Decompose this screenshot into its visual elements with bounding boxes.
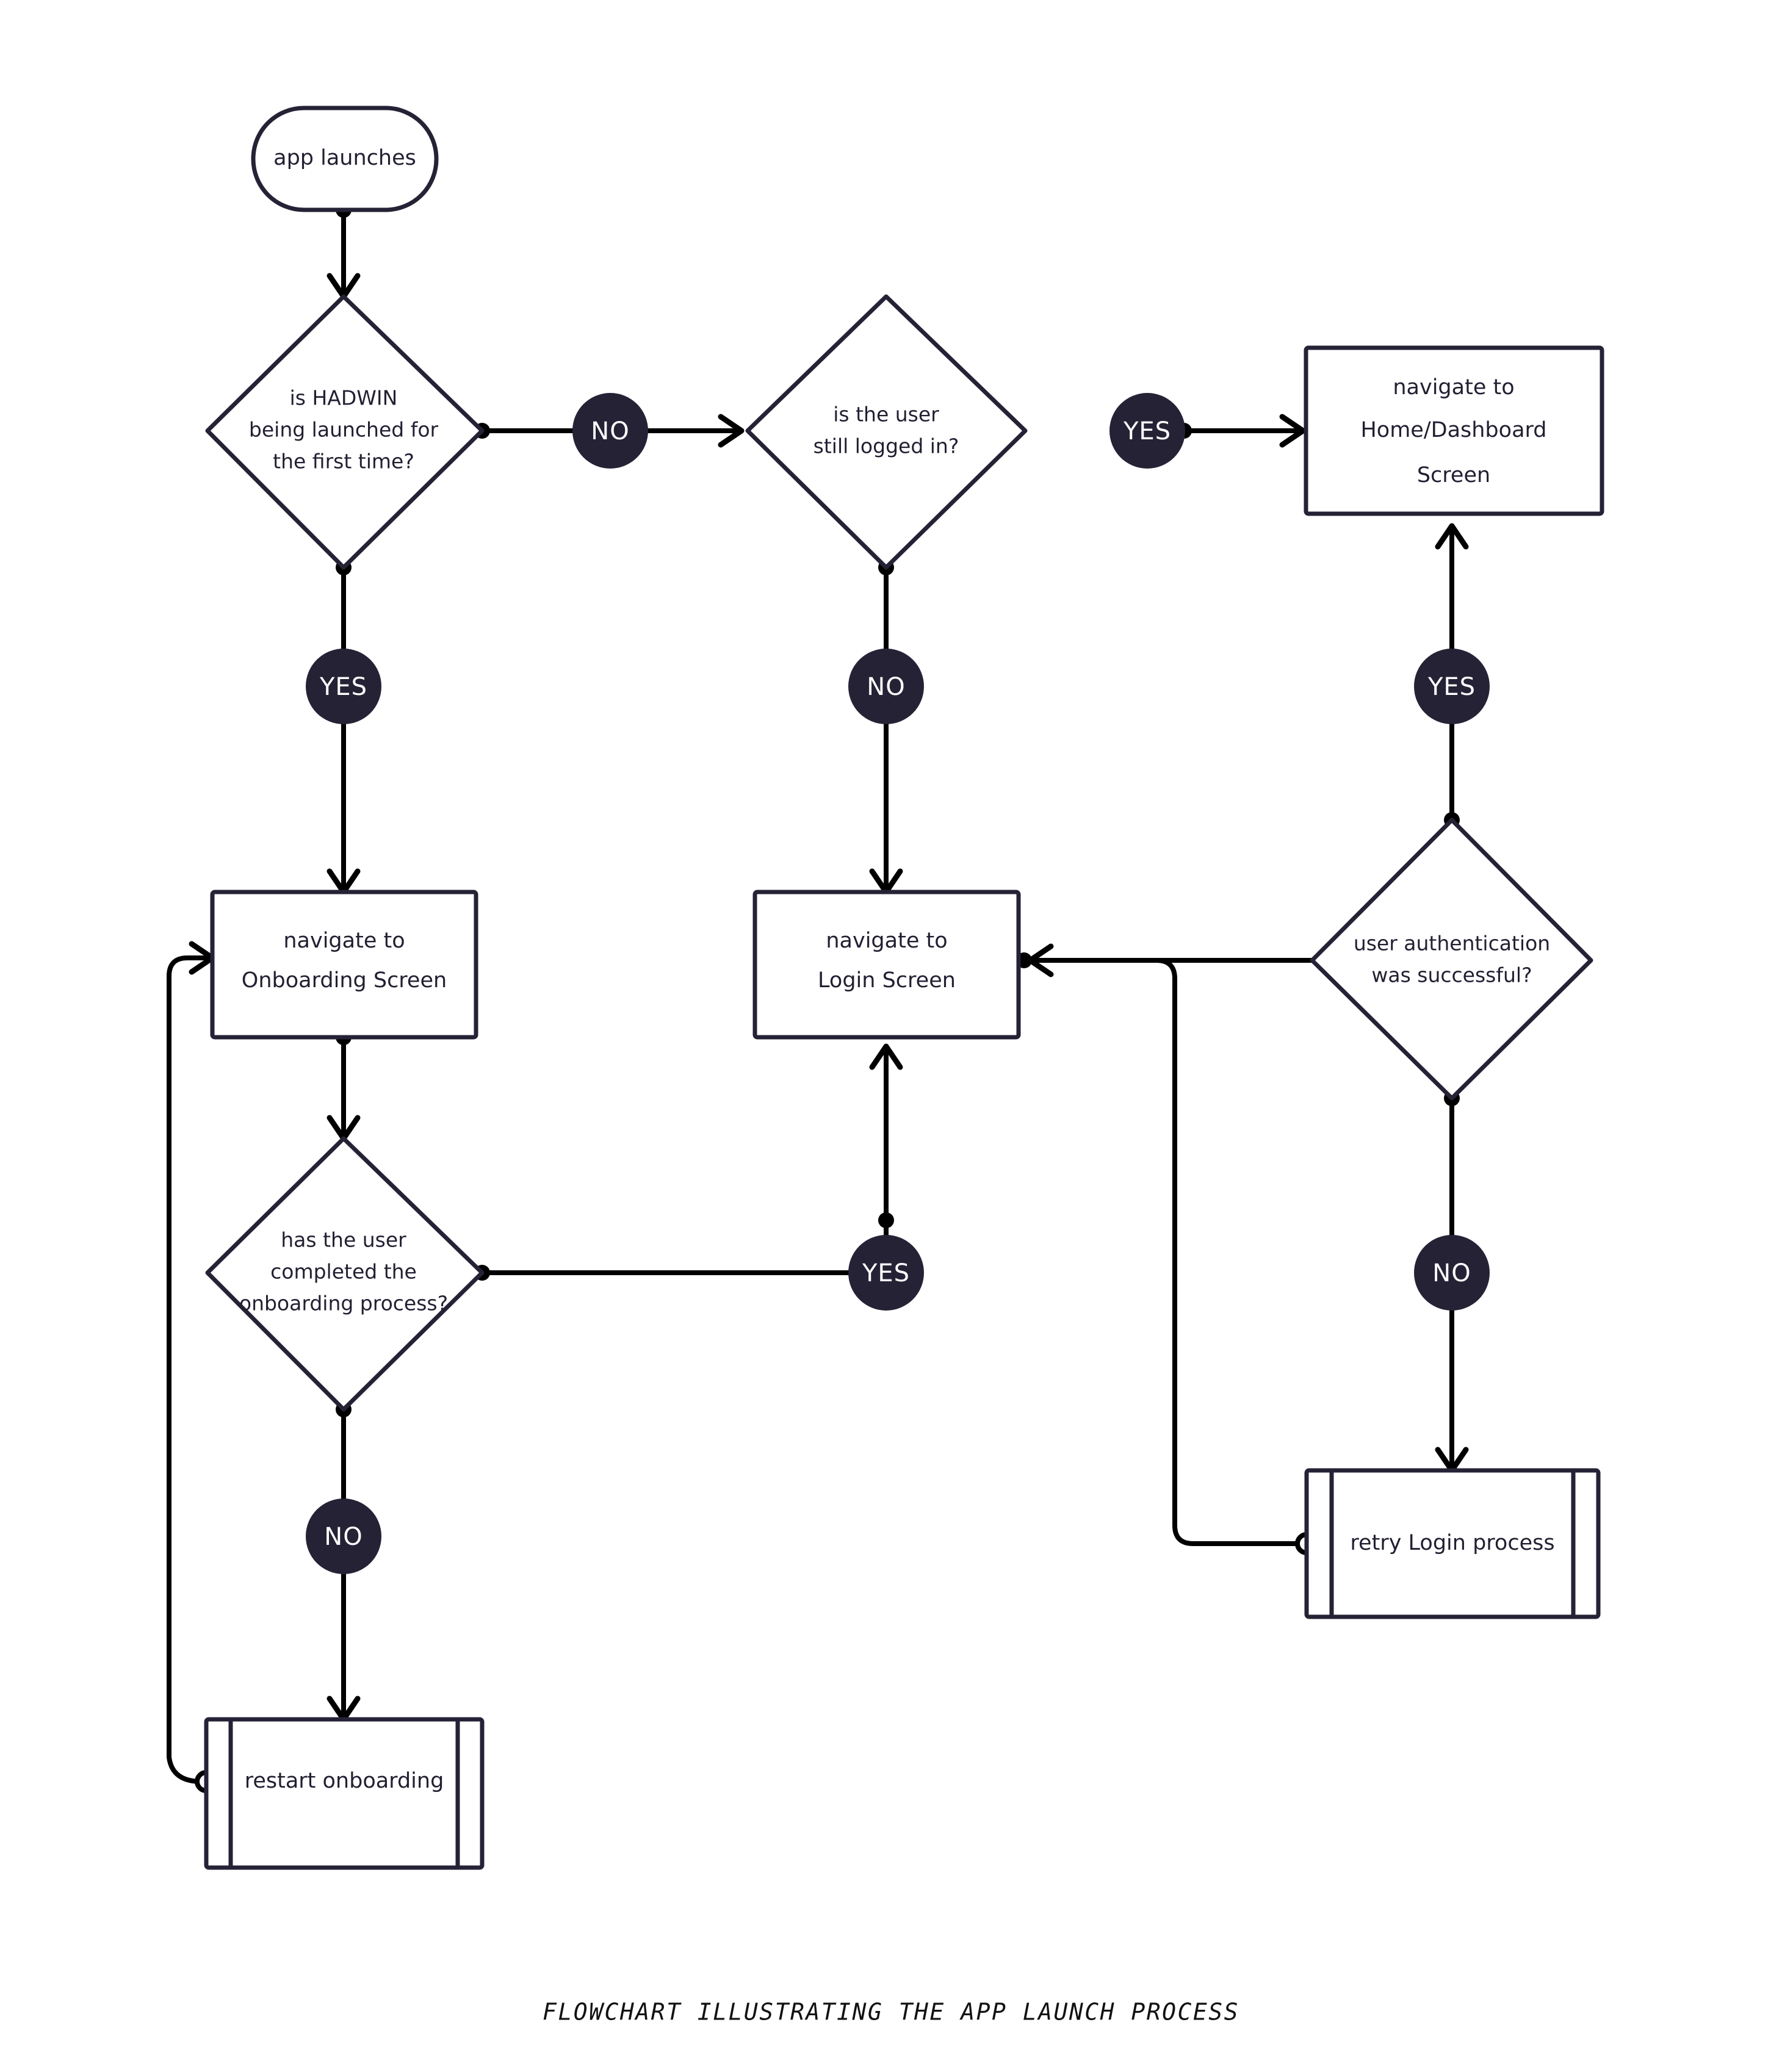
edge-label-yes-onboarding-complete[interactable]: YES xyxy=(848,1235,924,1311)
edge-start-to-first-launch xyxy=(326,202,361,300)
node-retry-login-line-0: retry Login process xyxy=(1350,1531,1554,1555)
edge-label-no-first-launch[interactable]: NO xyxy=(572,393,648,469)
edge-label-no-onboarding-complete-text: NO xyxy=(324,1523,363,1551)
node-start[interactable]: app launches xyxy=(251,106,439,212)
edge-onboarding-complete-to-login-screen xyxy=(474,1043,903,1281)
node-retry-login[interactable]: retry Login process xyxy=(1304,1468,1601,1619)
node-login-screen-line-1: Login Screen xyxy=(818,968,956,993)
node-auth-success[interactable]: user authentication was successful? xyxy=(1310,818,1593,1101)
node-auth-success-line-1: was successful? xyxy=(1371,963,1532,987)
node-onboarding-complete-line-2: onboarding process? xyxy=(239,1292,448,1315)
restart-onboarding-shape xyxy=(204,1717,485,1870)
edge-label-yes-first-launch-text: YES xyxy=(319,673,367,701)
node-onboarding-screen-line-1: Onboarding Screen xyxy=(242,968,447,993)
node-first-launch-line-2: the first time? xyxy=(273,450,414,473)
node-onboarding-complete-line-1: completed the xyxy=(270,1260,417,1284)
onboarding-complete-shape xyxy=(205,1136,485,1412)
node-still-logged-in-line-1: still logged in? xyxy=(813,434,959,458)
node-first-launch[interactable]: is HADWIN being launched for the first t… xyxy=(205,294,485,570)
still-logged-in-shape xyxy=(745,294,1028,570)
node-first-launch-line-1: being launched for xyxy=(249,418,439,442)
edge-label-yes-onboarding-complete-text: YES xyxy=(862,1259,910,1287)
edge-restart-onboarding-to-onboarding-screen xyxy=(167,941,218,1793)
node-still-logged-in[interactable]: is the user still logged in? xyxy=(745,294,1028,570)
edge-label-no-still-logged-in[interactable]: NO xyxy=(848,649,924,724)
edge-label-yes-still-logged-in-text: YES xyxy=(1123,417,1171,445)
node-restart-onboarding[interactable]: restart onboarding xyxy=(204,1717,485,1870)
edge-label-no-auth-success-text: NO xyxy=(1432,1259,1471,1287)
edge-onboarding-screen-to-onboarding-complete xyxy=(326,1029,361,1142)
auth-success-shape xyxy=(1310,818,1593,1101)
edge-label-layer: NO YES YES NO YES NO xyxy=(306,393,1490,1574)
node-login-screen-line-0: navigate to xyxy=(826,929,947,953)
caption: FLOWCHART ILLUSTRATING THE APP LAUNCH PR… xyxy=(543,1999,1239,2026)
edge-retry-login-to-login-screen xyxy=(1037,958,1318,1555)
node-onboarding-screen-line-0: navigate to xyxy=(283,929,405,953)
edge-label-no-first-launch-text: NO xyxy=(591,417,629,445)
edge-layer xyxy=(167,202,1469,1793)
edge-label-yes-first-launch[interactable]: YES xyxy=(306,649,381,724)
onboarding-screen-shape xyxy=(210,890,478,1040)
node-home-dashboard[interactable]: navigate to Home/Dashboard Screen xyxy=(1304,345,1604,516)
home-dashboard-shape xyxy=(1304,345,1604,516)
edge-label-yes-still-logged-in[interactable]: YES xyxy=(1109,393,1185,469)
node-layer: app launches is HADWIN being launched fo… xyxy=(204,106,1604,1870)
edge-label-yes-auth-success-text: YES xyxy=(1427,673,1476,701)
caption-text: FLOWCHART ILLUSTRATING THE APP LAUNCH PR… xyxy=(543,1999,1239,2026)
node-start-line-0: app launches xyxy=(273,146,416,170)
login-screen-shape xyxy=(752,890,1021,1040)
node-home-dashboard-line-2: Screen xyxy=(1417,463,1490,487)
edge-label-yes-auth-success[interactable]: YES xyxy=(1414,649,1490,724)
node-auth-success-line-0: user authentication xyxy=(1354,932,1550,955)
edge-label-no-onboarding-complete[interactable]: NO xyxy=(306,1498,381,1574)
edge-label-no-still-logged-in-text: NO xyxy=(867,673,905,701)
node-restart-onboarding-line-0: restart onboarding xyxy=(245,1769,444,1793)
retry-login-shape xyxy=(1304,1468,1601,1619)
node-home-dashboard-line-1: Home/Dashboard xyxy=(1360,418,1546,442)
node-home-dashboard-line-0: navigate to xyxy=(1393,375,1514,400)
edge-still-logged-in-to-home-dashboard xyxy=(1176,414,1306,448)
node-still-logged-in-line-0: is the user xyxy=(833,403,939,426)
node-onboarding-complete-line-0: has the user xyxy=(281,1228,406,1252)
node-login-screen[interactable]: navigate to Login Screen xyxy=(752,890,1021,1040)
start-shape xyxy=(251,106,439,212)
node-onboarding-screen[interactable]: navigate to Onboarding Screen xyxy=(210,890,478,1040)
edge-still-logged-in-to-login-screen xyxy=(869,559,903,895)
edge-label-no-auth-success[interactable]: NO xyxy=(1414,1235,1490,1311)
node-first-launch-line-0: is HADWIN xyxy=(290,386,398,410)
node-onboarding-complete[interactable]: has the user completed the onboarding pr… xyxy=(205,1136,485,1412)
edge-first-launch-to-onboarding-screen xyxy=(326,559,361,895)
first-launch-shape xyxy=(205,294,485,570)
